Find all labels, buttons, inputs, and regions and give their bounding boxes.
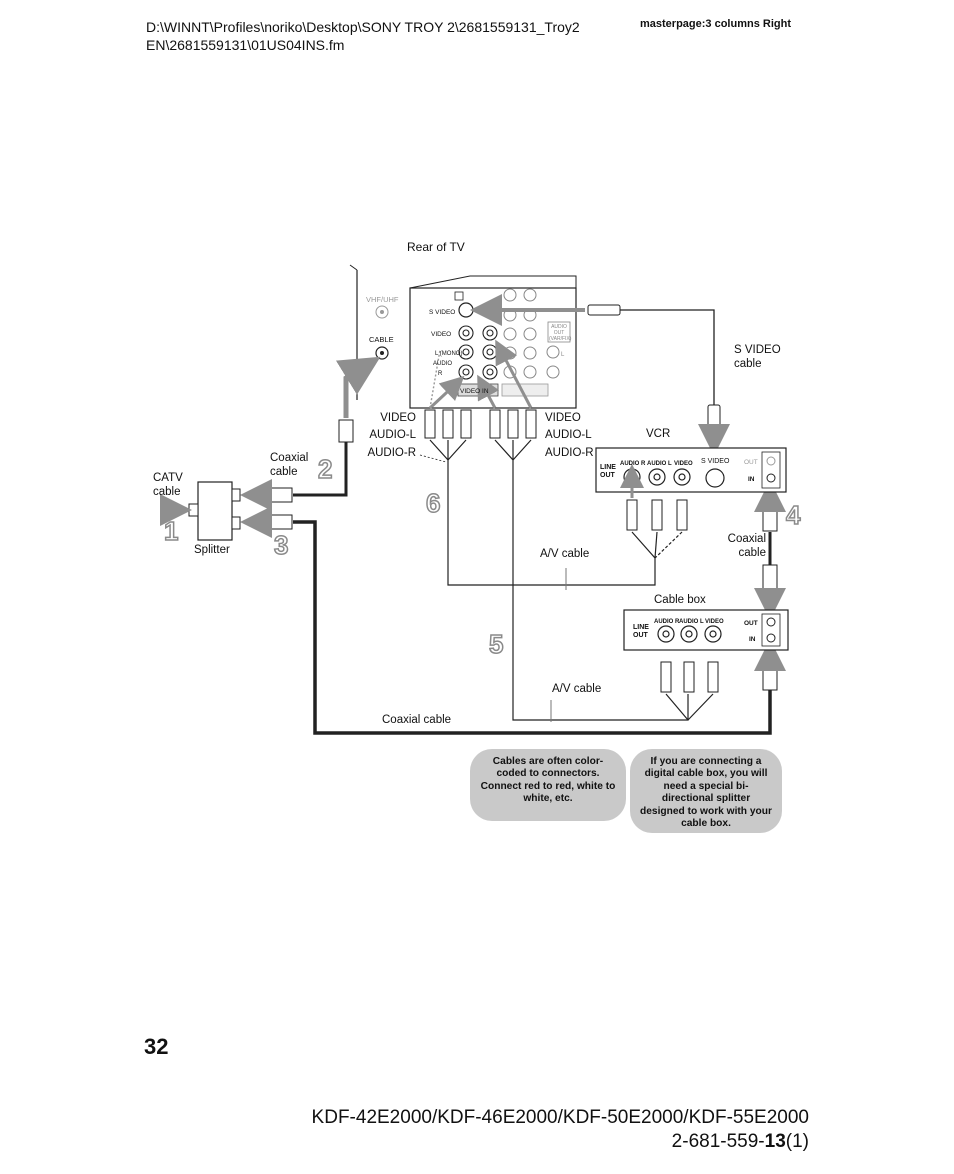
vcr-label: VCR	[646, 428, 671, 440]
cablebox-in-label: IN	[749, 636, 756, 643]
part-number-prefix: 2-681-559-	[671, 1131, 765, 1152]
part-number-suffix: (1)	[785, 1131, 809, 1152]
plug-label-audio-r-right: AUDIO-R	[545, 447, 594, 459]
tv-rear-panel	[409, 275, 577, 409]
coaxial-cable-bottom-label: Coaxial cable	[382, 714, 452, 726]
cablebox-out-label: OUT	[744, 620, 758, 627]
s-video-cable-label: S VIDEO cable	[734, 344, 781, 370]
coaxial-cable-right-label: Coaxial cable	[727, 533, 766, 559]
cablebox-audio-r-label: AUDIO R	[654, 619, 680, 625]
masterpage-label: masterpage:3 columns Right	[640, 18, 791, 30]
tv-s-video-label: S VIDEO	[429, 309, 456, 316]
model-numbers: KDF-42E2000/KDF-46E2000/KDF-50E2000/KDF-…	[311, 1107, 809, 1128]
tv-l-mono-label: L (MONO)	[435, 351, 463, 357]
part-number-bold: 13	[764, 1131, 786, 1152]
step-number-2: 2	[317, 453, 333, 485]
step-number-5: 5	[488, 628, 504, 660]
vcr-audio-l-label: AUDIO L	[647, 461, 672, 467]
vhf-uhf-label: VHF/UHF	[366, 295, 399, 304]
s-video-cable	[470, 294, 730, 456]
av-cable-vcr	[424, 375, 688, 590]
tv-r-label: R	[438, 371, 443, 377]
av-cable-label-2: A/V cable	[552, 683, 602, 695]
rear-of-tv-label: Rear of TV	[407, 240, 465, 254]
vcr-video-label: VIDEO	[674, 461, 693, 467]
model-footer: KDF-42E2000/KDF-46E2000/KDF-50E2000/KDF-…	[312, 1106, 809, 1154]
plug-label-video-right: VIDEO	[545, 412, 581, 424]
coax-vcr-to-cablebox	[754, 480, 786, 620]
file-path-line-2: EN\2681559131\01US04INS.fm	[146, 37, 345, 53]
note-color-coding: Cables are often color-coded to connecto…	[470, 749, 626, 821]
cablebox-video-label: VIDEO	[705, 619, 724, 625]
cable-box-label: Cable box	[654, 594, 706, 606]
plug-label-video-left: VIDEO	[380, 412, 416, 424]
step-number-3: 3	[273, 529, 289, 561]
tv-video-in-label: VIDEO IN	[460, 388, 489, 395]
cablebox-audio-l-label: AUDIO L	[679, 619, 704, 625]
plug-label-audio-r-left: AUDIO-R	[367, 447, 416, 459]
part-number: 2-681-559-13(1)	[312, 1130, 809, 1154]
tv-audio-label: AUDIO	[433, 361, 453, 367]
tv-video-label: VIDEO	[431, 331, 452, 338]
coaxial-cable-top-label: Coaxial cable	[270, 452, 309, 478]
vcr-line-out-label: LINE OUT	[600, 464, 616, 479]
av-cable-label-1: A/V cable	[540, 548, 590, 560]
step-number-1: 1	[163, 515, 179, 547]
plug-label-audio-l-right: AUDIO-L	[545, 429, 592, 441]
cablebox-line-out-label: LINE OUT	[633, 624, 649, 639]
tv-audio-out-label: AUDIO OUT (VAR/FIX)	[549, 324, 572, 342]
page-number: 32	[144, 1034, 169, 1059]
vcr-in-label: IN	[748, 476, 755, 483]
step-number-6: 6	[425, 487, 441, 519]
coax-splitter-to-tv	[240, 356, 381, 511]
tv-l-label: L	[561, 352, 565, 358]
file-path-line-1: D:\WINNT\Profiles\noriko\Desktop\SONY TR…	[146, 19, 580, 35]
vcr-out-label: OUT	[744, 459, 758, 466]
vcr-audio-r-label: AUDIO R	[620, 461, 646, 467]
note-digital-cable-box: If you are connecting a digital cable bo…	[630, 749, 782, 833]
catv-cable-label: CATV cable	[153, 472, 183, 498]
plug-label-audio-l-left: AUDIO-L	[369, 429, 416, 441]
cable-jack-label: CABLE	[369, 335, 394, 344]
av-cable-cablebox	[477, 339, 719, 722]
coax-splitter-to-cablebox	[240, 506, 786, 735]
step-number-4: 4	[785, 499, 801, 531]
file-path-header: D:\WINNT\Profiles\noriko\Desktop\SONY TR…	[146, 18, 580, 54]
splitter-label: Splitter	[194, 544, 230, 556]
cable-box-panel	[623, 609, 789, 651]
vcr-s-video-label: S VIDEO	[701, 458, 730, 465]
